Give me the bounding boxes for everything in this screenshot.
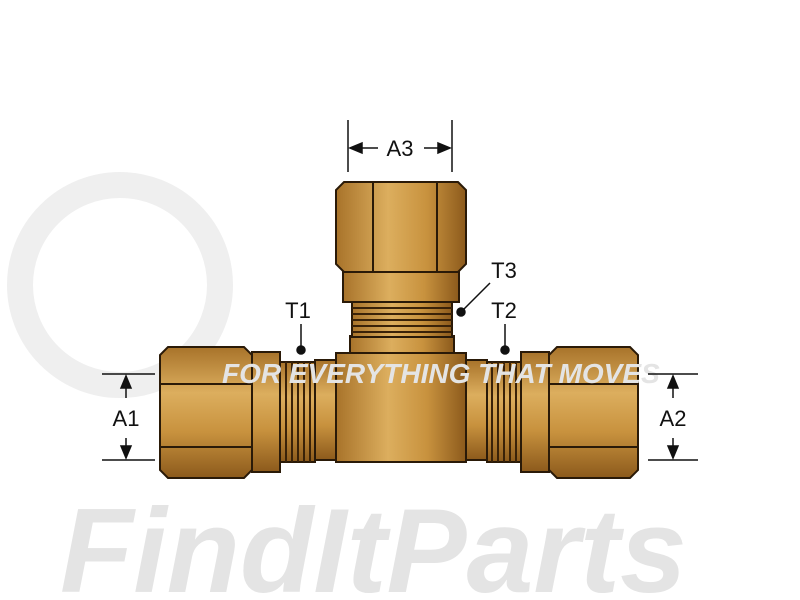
left-nut-facets [161,383,251,448]
watermark: FindItParts [7,172,687,600]
top-branch [335,181,467,355]
watermark-tagline: FOR EVERYTHING THAT MOVES [222,358,660,389]
tee-body [335,352,467,463]
left-thread-lines [285,362,311,462]
label-t3: T3 [491,258,517,283]
top-band [342,271,460,303]
right-branch [465,346,639,479]
label-a3: A3 [387,136,414,161]
dimension-lines [102,120,698,461]
right-collar [520,351,550,473]
label-a1: A1 [113,406,140,431]
right-thread-lines [491,362,517,462]
label-t1: T1 [285,298,311,323]
label-t2: T2 [491,298,517,323]
right-nut-facets [550,383,637,448]
top-nut-facets [372,183,438,271]
top-thread-lines [352,307,452,333]
watermark-brand: FindItParts [60,484,687,600]
label-a2: A2 [660,406,687,431]
top-collar [349,335,455,355]
right-nut [548,346,639,479]
left-branch [159,346,337,479]
top-nut [335,181,467,273]
watermark-logo-ring [7,172,233,398]
left-nut [159,346,253,479]
